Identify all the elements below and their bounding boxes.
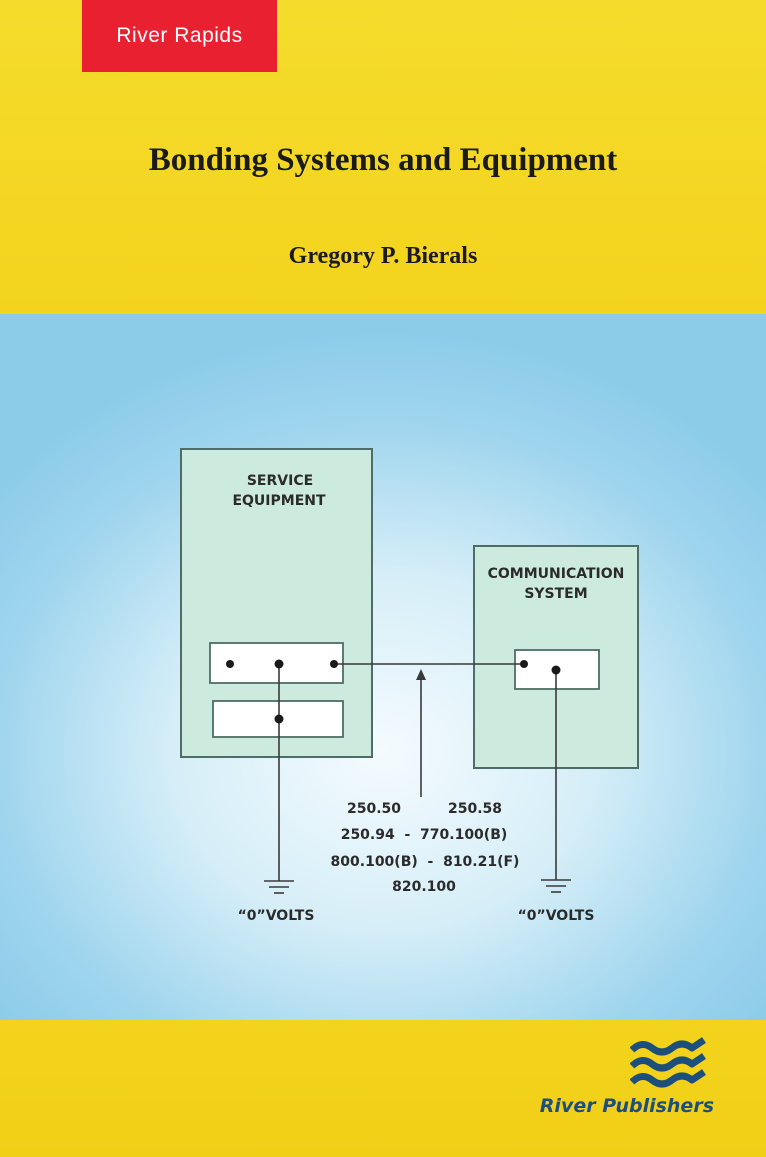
reference-arrow-head: [416, 669, 426, 680]
code-ref-right: 250.58: [448, 801, 502, 817]
terminal-dot: [551, 665, 561, 675]
book-title: Bonding Systems and Equipment: [148, 142, 618, 178]
code-ref-left: 250.50: [347, 801, 401, 817]
code-ref-line-4: 820.100: [392, 879, 456, 895]
ground-symbol-left: [264, 880, 294, 894]
service-equipment-label-1: SERVICE: [247, 473, 313, 489]
book-author: Gregory P. Bierals: [288, 243, 478, 269]
terminal-dot: [226, 660, 234, 668]
publisher-name: River Publishers: [539, 1095, 714, 1117]
series-badge: River Rapids: [82, 0, 277, 72]
zero-volts-label-right: “0”VOLTS: [518, 908, 595, 924]
communication-system-label-2: SYSTEM: [524, 586, 587, 602]
river-waves-icon: [630, 1037, 706, 1088]
bonding-diagram: SERVICE EQUIPMENT COMMUNICATION SYSTEM: [180, 448, 639, 924]
ground-symbol-right: [541, 879, 571, 893]
terminal-dot: [330, 660, 338, 668]
code-ref-line-3: 800.100(B) - 810.21(F): [331, 854, 520, 870]
service-equipment-label-2: EQUIPMENT: [232, 493, 326, 509]
terminal-dot: [274, 714, 284, 724]
communication-system-label-1: COMMUNICATION: [488, 566, 625, 582]
terminal-dot: [274, 659, 284, 669]
code-ref-line-2: 250.94 - 770.100(B): [341, 827, 508, 843]
zero-volts-label-left: “0”VOLTS: [238, 908, 315, 924]
terminal-dot: [520, 660, 528, 668]
